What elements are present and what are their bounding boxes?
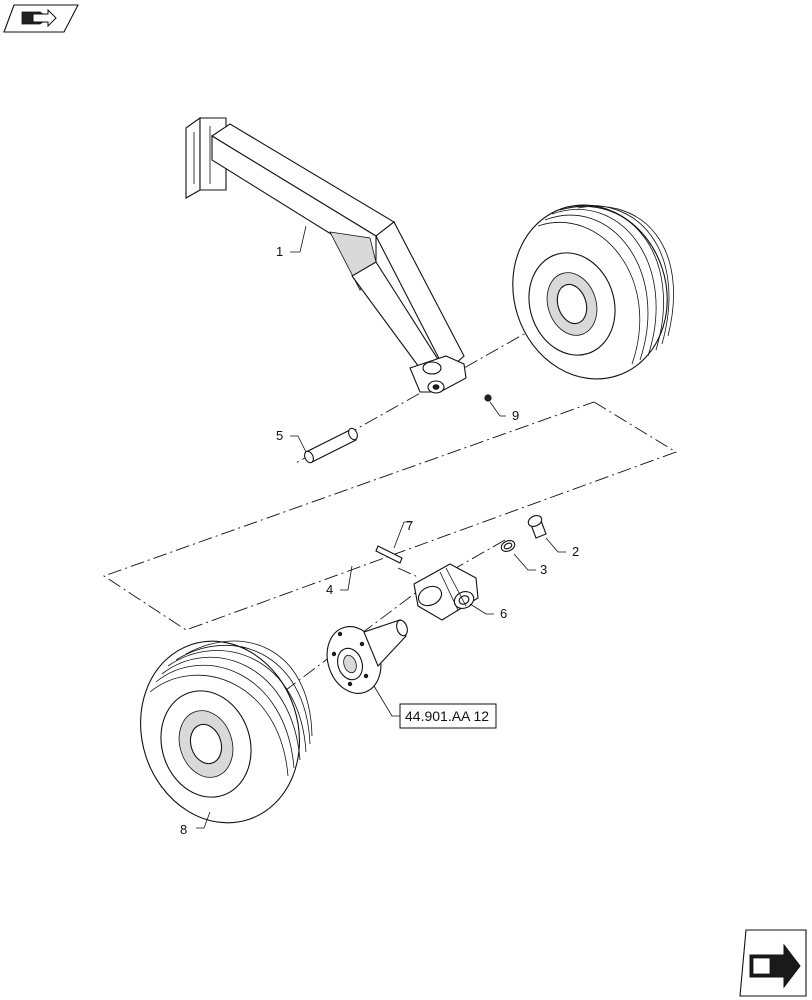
cross-reference-link[interactable]: 44.901.AA 12 <box>399 703 497 729</box>
wheel-lower <box>140 640 313 824</box>
callout-1: 1 <box>276 244 283 259</box>
callout-2: 2 <box>572 544 579 559</box>
frame-arm <box>185 116 467 394</box>
spring-pin <box>375 545 403 564</box>
callout-6: 6 <box>500 606 507 621</box>
pivot-pin <box>304 427 358 464</box>
center-lines <box>102 324 678 691</box>
back-arrow-icon[interactable] <box>3 4 79 33</box>
snap-ring <box>500 540 516 552</box>
grease-fitting <box>484 394 492 402</box>
wheel-upper <box>512 204 674 380</box>
hub-spindle <box>326 619 408 694</box>
callout-8: 8 <box>180 822 187 837</box>
callout-5: 5 <box>276 428 283 443</box>
callout-3: 3 <box>540 562 547 577</box>
bushing <box>527 515 547 539</box>
leader-lines <box>196 225 566 829</box>
callout-4: 4 <box>326 582 333 597</box>
callout-9: 9 <box>512 408 519 423</box>
callout-labels: 1 2 3 4 5 6 7 8 9 <box>180 244 579 837</box>
cross-reference-label[interactable]: 44.901.AA 12 <box>405 708 489 724</box>
link-bracket <box>413 563 479 621</box>
callout-7: 7 <box>406 518 413 533</box>
forward-arrow-icon[interactable] <box>739 929 807 997</box>
